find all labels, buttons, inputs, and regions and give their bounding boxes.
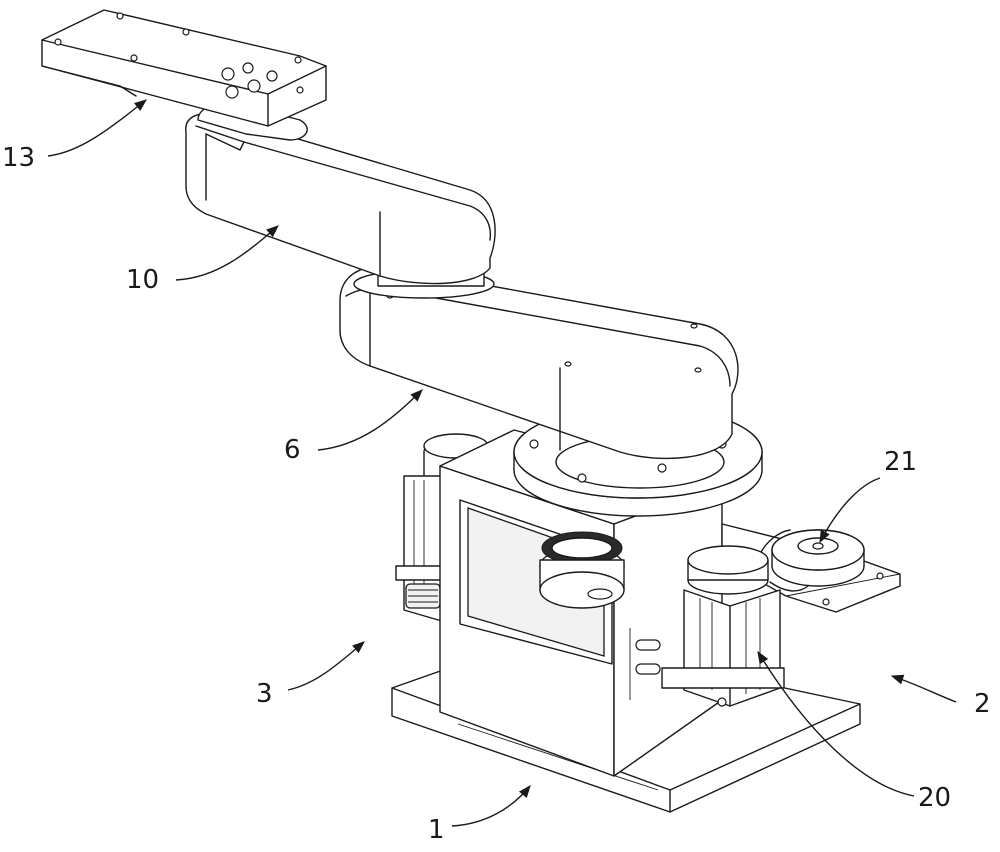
label-13: 13 [2, 143, 35, 173]
leader-lines [47, 99, 957, 827]
first-arm [185, 112, 496, 285]
belt-pulley [771, 529, 865, 587]
label-21: 21 [884, 447, 917, 477]
label-1: 1 [428, 815, 445, 845]
label-6: 6 [284, 435, 301, 465]
stepper-motor [661, 545, 785, 707]
reference-numerals: 13 10 6 21 3 2 20 1 [2, 143, 991, 845]
drive-gear [539, 531, 625, 609]
side-drive-unit [661, 523, 901, 707]
end-effector-plate [41, 9, 327, 141]
label-3: 3 [256, 679, 273, 709]
label-10: 10 [126, 265, 159, 295]
label-20: 20 [918, 783, 951, 813]
label-2: 2 [974, 689, 991, 719]
